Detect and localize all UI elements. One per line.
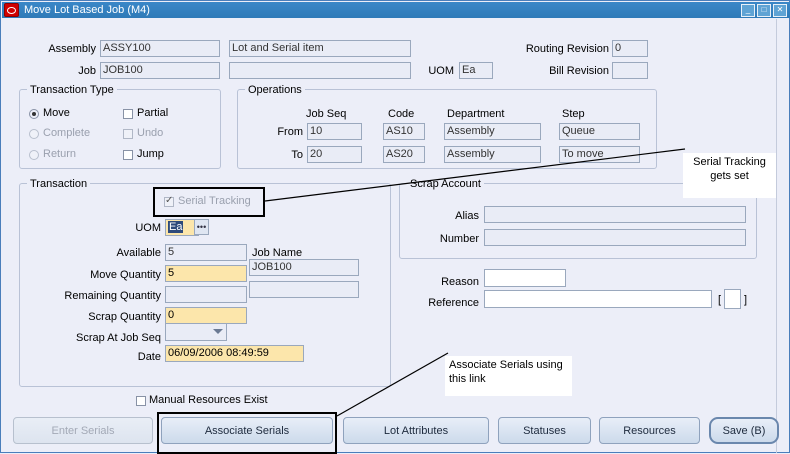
remaining-quantity-field[interactable] xyxy=(165,286,247,303)
operations-from-code-field[interactable]: AS10 xyxy=(383,123,425,140)
operations-from-department-field[interactable]: Assembly xyxy=(444,123,541,140)
operations-column-step: Step xyxy=(562,108,585,120)
assembly-description-field[interactable]: Lot and Serial item xyxy=(229,40,411,57)
alias-field[interactable] xyxy=(484,206,746,223)
radio-complete[interactable] xyxy=(29,129,39,139)
operations-column-department: Department xyxy=(447,108,505,120)
job-description-field[interactable] xyxy=(229,62,411,79)
window-edge-divider xyxy=(776,19,777,453)
reference-descriptive-flexfield-button[interactable] xyxy=(724,289,741,309)
bill-revision-label: Bill Revision xyxy=(549,65,609,77)
window-title: Move Lot Based Job (M4) xyxy=(24,4,150,16)
statuses-button[interactable]: Statuses xyxy=(498,417,591,444)
available-label: Available xyxy=(116,247,161,259)
radio-return[interactable] xyxy=(29,150,39,160)
reference-bracket-close: ] xyxy=(744,294,748,306)
oracle-logo-icon xyxy=(4,3,19,17)
transaction-uom-value: Ea xyxy=(168,221,184,233)
reason-field[interactable] xyxy=(484,269,566,287)
checkbox-undo[interactable] xyxy=(123,129,133,139)
transaction-frame xyxy=(19,183,391,387)
operations-to-step-field[interactable]: To move xyxy=(559,146,640,163)
job-field[interactable]: JOB100 xyxy=(100,62,220,79)
reference-bracket-open: [ xyxy=(718,294,722,306)
serial-tracking-callout: Serial Tracking gets set xyxy=(683,153,776,198)
transaction-uom-label: UOM xyxy=(135,222,161,234)
checkbox-partial-label: Partial xyxy=(137,107,169,119)
serial-tracking-label: Serial Tracking xyxy=(178,195,251,207)
operations-to-code-field[interactable]: AS20 xyxy=(383,146,425,163)
operations-column-job-seq: Job Seq xyxy=(306,108,347,120)
operations-to-job-seq-field[interactable]: 20 xyxy=(307,146,362,163)
checkbox-partial[interactable] xyxy=(123,109,133,119)
reason-label: Reason xyxy=(441,276,479,288)
operations-title: Operations xyxy=(245,84,305,96)
lot-attributes-button[interactable]: Lot Attributes xyxy=(343,417,489,444)
serial-tracking-checkbox[interactable] xyxy=(164,195,174,207)
maximize-icon[interactable]: □ xyxy=(757,3,771,17)
radio-move-label: Move xyxy=(43,107,70,119)
routing-revision-field[interactable]: 0 xyxy=(612,40,648,57)
date-field[interactable]: 06/09/2006 08:49:59 xyxy=(165,345,304,362)
bill-revision-field[interactable] xyxy=(612,62,648,79)
job-name-label: Job Name xyxy=(252,247,303,259)
job-name-field[interactable]: JOB100 xyxy=(249,259,359,276)
checkbox-undo-label: Undo xyxy=(137,127,164,139)
radio-return-label: Return xyxy=(43,148,77,160)
scrap-at-job-seq-dropdown[interactable] xyxy=(165,323,227,341)
scrap-quantity-label: Scrap Quantity xyxy=(88,311,161,323)
radio-complete-label: Complete xyxy=(43,127,91,139)
job-label: Job xyxy=(78,65,96,77)
operations-from-job-seq-field[interactable]: 10 xyxy=(307,123,362,140)
associate-serials-highlight-box xyxy=(157,412,337,454)
operations-row-from-label: From xyxy=(277,126,303,138)
operations-row-to-label: To xyxy=(291,149,303,161)
resources-button[interactable]: Resources xyxy=(599,417,700,444)
scrap-at-job-seq-label: Scrap At Job Seq xyxy=(76,332,161,344)
minimize-icon[interactable]: _ xyxy=(741,3,755,17)
title-bar: Move Lot Based Job (M4) _ □ ✕ xyxy=(2,2,790,18)
radio-move[interactable] xyxy=(29,109,39,119)
enter-serials-button[interactable]: Enter Serials xyxy=(13,417,153,444)
available-field[interactable]: 5 xyxy=(165,244,247,261)
associate-serials-button[interactable]: Associate Serials xyxy=(161,417,333,444)
date-label: Date xyxy=(137,351,161,363)
move-quantity-field[interactable]: 5 xyxy=(165,265,247,282)
number-field[interactable] xyxy=(484,229,746,246)
assembly-label: Assembly xyxy=(48,43,96,55)
remaining-quantity-secondary-field[interactable] xyxy=(249,281,359,298)
scrap-quantity-field[interactable]: 0 xyxy=(165,307,247,324)
reference-field[interactable] xyxy=(484,290,712,308)
operations-to-department-field[interactable]: Assembly xyxy=(444,146,541,163)
operations-column-code: Code xyxy=(388,108,415,120)
manual-resources-checkbox[interactable] xyxy=(136,396,146,406)
chevron-down-icon xyxy=(213,329,223,334)
operations-from-step-field[interactable]: Queue xyxy=(559,123,640,140)
save-button[interactable]: Save (B) xyxy=(709,417,779,444)
checkbox-jump[interactable] xyxy=(123,150,133,160)
uom-header-field[interactable]: Ea xyxy=(459,62,493,79)
transaction-uom-lov-icon[interactable]: ••• xyxy=(194,219,209,235)
move-quantity-label: Move Quantity xyxy=(90,269,161,281)
close-icon[interactable]: ✕ xyxy=(773,3,787,17)
serial-tracking-highlight-box xyxy=(153,187,265,217)
alias-label: Alias xyxy=(455,210,479,222)
checkbox-jump-label: Jump xyxy=(137,148,164,160)
remaining-quantity-label: Remaining Quantity xyxy=(64,290,161,302)
manual-resources-label: Manual Resources Exist xyxy=(149,394,268,406)
assembly-field[interactable]: ASSY100 xyxy=(100,40,220,57)
transaction-type-title: Transaction Type xyxy=(27,84,117,96)
associate-serials-callout: Associate Serials using this link xyxy=(445,356,572,396)
transaction-type-frame xyxy=(19,89,221,169)
uom-header-label: UOM xyxy=(428,65,454,77)
transaction-uom-field[interactable]: Ea xyxy=(165,219,199,236)
window-controls: _ □ ✕ xyxy=(741,3,787,17)
transaction-title: Transaction xyxy=(27,178,91,190)
routing-revision-label: Routing Revision xyxy=(525,43,609,55)
number-label: Number xyxy=(439,233,479,245)
scrap-account-title: Scrap Account xyxy=(407,178,484,190)
reference-label: Reference xyxy=(428,297,479,309)
